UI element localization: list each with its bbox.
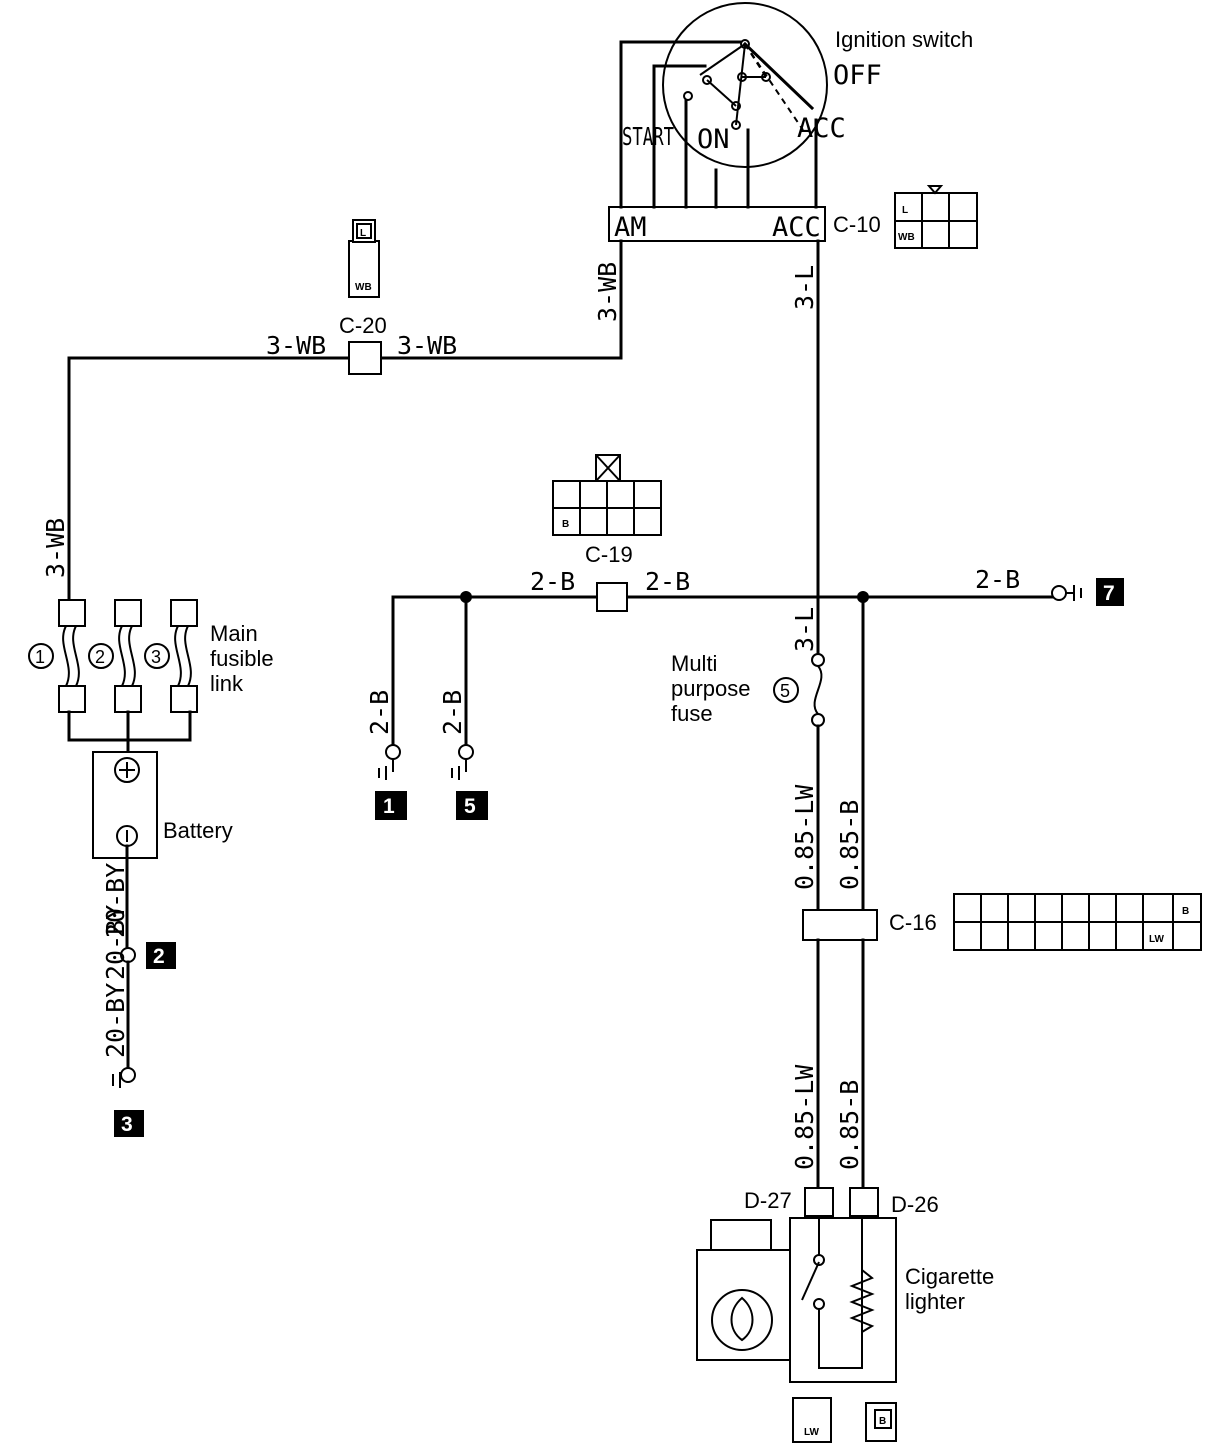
- c16-pin-lw: LW: [1149, 934, 1165, 945]
- ground-badge-3: [114, 1110, 144, 1137]
- c20-pin-wb: WB: [355, 282, 372, 293]
- ignition-switch: AM ACC Ignition switch OFF START ON ACC: [608, 2, 973, 243]
- connector-c20-box: [348, 341, 382, 375]
- ground-badge-3-label: 3: [121, 1113, 133, 1136]
- fuse-label-line3: fuse: [671, 701, 713, 726]
- terminal-acc-label: ACC: [772, 212, 821, 243]
- cigarette-lighter-line1: Cigarette: [905, 1264, 994, 1289]
- connector-c19-label: C-19: [585, 542, 633, 567]
- connector-c16-box: [802, 909, 878, 941]
- connector-d27-label: D-27: [744, 1188, 792, 1213]
- c16-pin-b: B: [1182, 906, 1189, 917]
- cigarette-lighter: D-27 D-26 Cigarette lighter LW B: [696, 1187, 994, 1443]
- connector-d27-box: [804, 1187, 834, 1217]
- c10-pin-wb: WB: [898, 232, 915, 243]
- ground-badge-7-label: 7: [1103, 582, 1115, 605]
- ground-bus: C-19 2-B 2-B 2-B 2-B 2-B 1 5 7 B: [365, 454, 1124, 820]
- terminal-am-label: AM: [614, 212, 647, 243]
- ignition-acc-label: ACC: [797, 113, 846, 144]
- wire-3wb-left-label: 3-WB: [266, 331, 326, 360]
- wire-2b-ground5-label: 2-B: [438, 690, 467, 735]
- c20-pin-l: L: [360, 228, 366, 239]
- acc-circuit: 3-L 3-L Multi purpose fuse 5 0.85-LW 0.8…: [671, 239, 1202, 1190]
- ignition-switch-title: Ignition switch: [835, 27, 973, 52]
- connector-d26-box: [849, 1187, 879, 1217]
- d27-pin-lw: LW: [804, 1427, 820, 1438]
- fusible-link-1: 1: [35, 647, 45, 667]
- ignition-off-label: OFF: [833, 60, 882, 91]
- wb-circuit: C-20 3-WB 3-WB 3-WB 3-WB L WB: [41, 219, 623, 602]
- fuse-label-line2: purpose: [671, 676, 751, 701]
- ground-badge-5: [456, 791, 488, 820]
- connector-c16-label: C-16: [889, 910, 937, 935]
- c10-pin-l: L: [902, 205, 908, 216]
- wire-2b-right-label: 2-B: [645, 567, 690, 596]
- wire-3wb-vertical-label: 3-WB: [593, 262, 622, 322]
- ground-badge-1-label: 1: [383, 795, 395, 818]
- wire-3l-top-label: 3-L: [790, 265, 819, 310]
- wire-3wb-right-label: 3-WB: [397, 331, 457, 360]
- cigarette-lighter-line2: lighter: [905, 1289, 965, 1314]
- ground-badge-5-label: 5: [464, 795, 476, 818]
- ground-badge-2: [146, 942, 176, 969]
- wire-lw-lower-label: 0.85-LW: [790, 1064, 819, 1170]
- wire-20by-lower-label: 20-BY: [101, 983, 130, 1058]
- c19-pin-b: B: [562, 519, 569, 530]
- connector-c19-box: [596, 582, 628, 612]
- wire-3l-fuse-label: 3-L: [790, 607, 819, 652]
- ignition-on-label: ON: [697, 124, 730, 155]
- ignition-start-label: START: [622, 122, 674, 151]
- d26-pin-b: B: [879, 1416, 886, 1427]
- wire-b-lower-label: 0.85-B: [835, 1080, 864, 1170]
- connector-d26-label: D-26: [891, 1192, 939, 1217]
- connector-c20-label: C-20: [339, 313, 387, 338]
- battery-label: Battery: [163, 818, 233, 843]
- ground-badge-7: [1096, 578, 1124, 606]
- fuse-number: 5: [780, 681, 790, 701]
- main-fusible-link: 1 2 3 Main fusible link: [28, 599, 274, 754]
- main-fusible-link-line2: fusible: [210, 646, 274, 671]
- wire-lw-upper-label: 0.85-LW: [790, 784, 819, 890]
- wire-3wb-link-label: 3-WB: [41, 518, 70, 578]
- connector-c10-label: C-10: [833, 212, 881, 237]
- ground-badge-2-label: 2: [153, 945, 165, 968]
- fuse-label-line1: Multi: [671, 651, 717, 676]
- lighter-lamp-icon: [711, 1289, 773, 1351]
- wire-b-upper-label: 0.85-B: [835, 800, 864, 890]
- main-fusible-link-line3: link: [210, 671, 244, 696]
- connector-c10: C-10 L WB: [833, 185, 978, 249]
- battery: Battery 20-BY 20-BY 20-BY 2 3: [92, 751, 233, 1137]
- fusible-link-3: 3: [151, 647, 161, 667]
- wire-20by-upper-label: 20-BY: [101, 863, 130, 938]
- fuse-number-circle: [773, 677, 799, 703]
- fusible-link-2: 2: [95, 647, 105, 667]
- main-fusible-link-line1: Main: [210, 621, 258, 646]
- ground-badge-1: [375, 791, 407, 820]
- wire-2b-left-label: 2-B: [530, 567, 575, 596]
- wire-2b-ground7-label: 2-B: [975, 565, 1020, 594]
- wire-20by-middle-text: 20-BY: [101, 905, 130, 980]
- wire-2b-ground1-label: 2-B: [365, 690, 394, 735]
